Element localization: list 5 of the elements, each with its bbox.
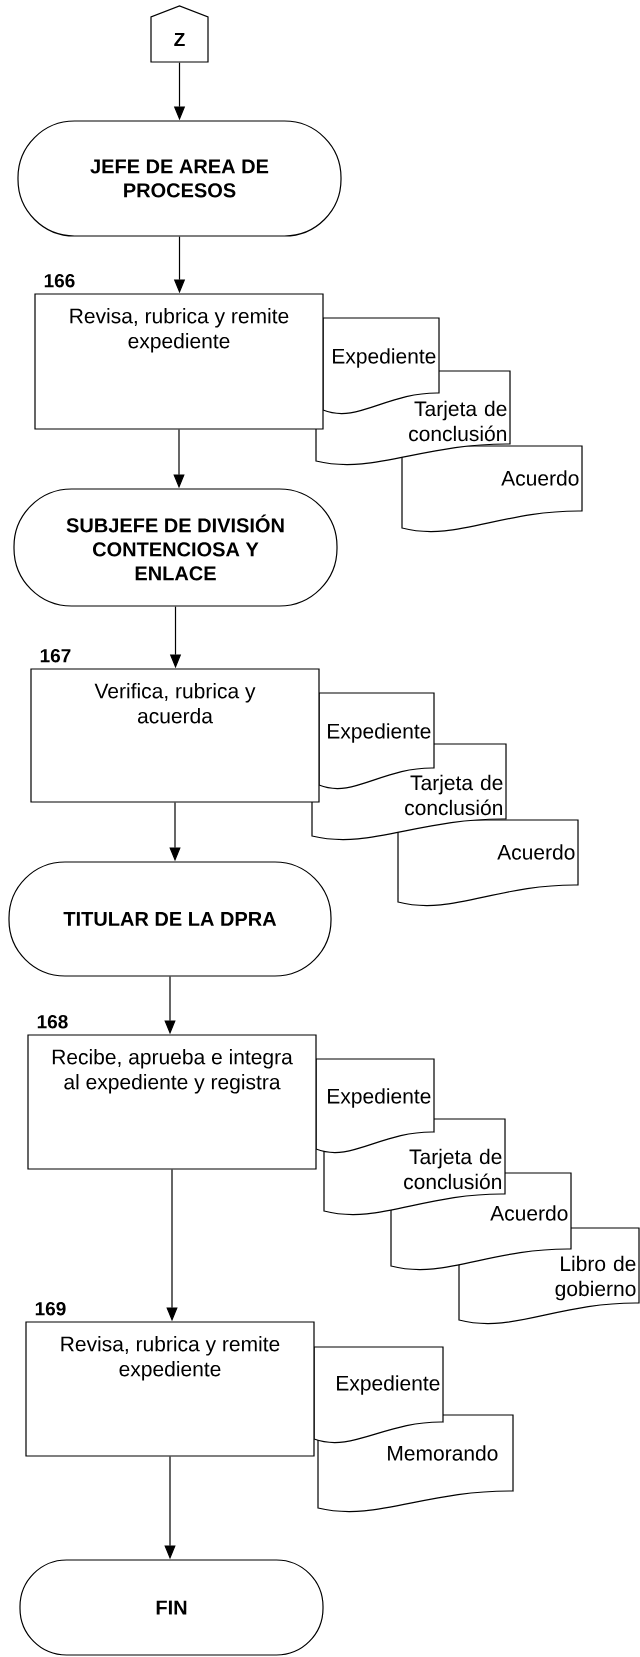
off-page-connector: Z (150, 5, 209, 63)
step-number: 167 (40, 648, 71, 663)
step-number: 166 (44, 273, 75, 288)
step-number: 169 (35, 1301, 66, 1316)
step-number: 168 (37, 1014, 68, 1029)
